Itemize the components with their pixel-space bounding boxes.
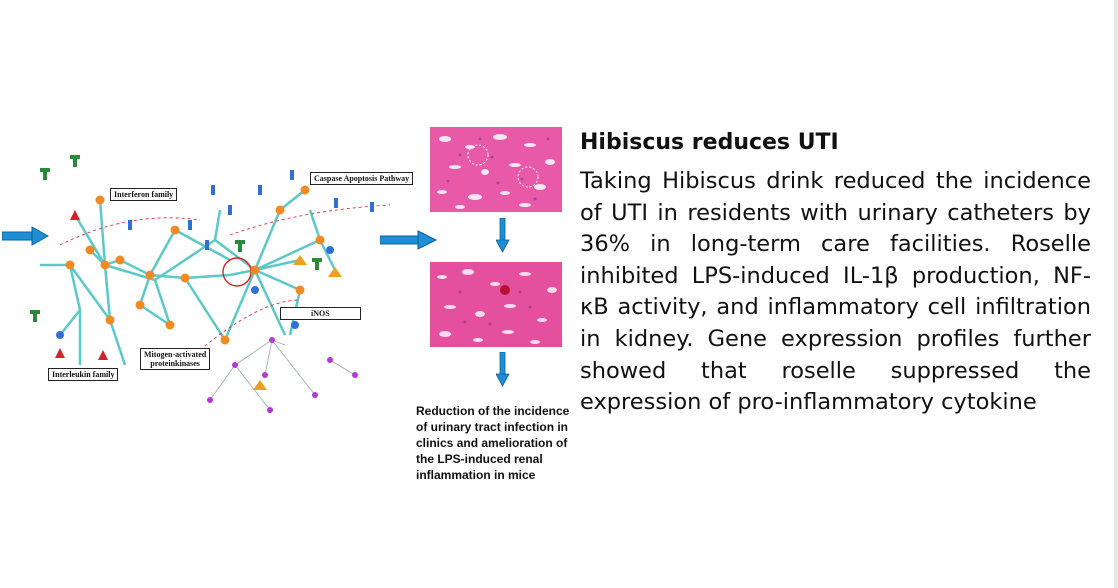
right-edge-bar: [1114, 0, 1118, 588]
purple-nodes: [207, 337, 358, 413]
tissue-pattern-bottom: [430, 262, 562, 347]
down-arrow-icon-1: [496, 218, 510, 253]
red-nodes: [55, 210, 108, 360]
kidney-histology-image-bottom: [430, 262, 562, 347]
green-nodes: [30, 155, 322, 322]
blue-nodes: [56, 170, 374, 339]
down-arrow-icon-2: [496, 352, 510, 387]
tissue-pattern-top: [430, 127, 562, 212]
inos-box: iNOS: [280, 307, 361, 320]
article-body: Taking Hibiscus drink reduced the incide…: [580, 168, 1091, 416]
interleukin-family-box: Interleukin family: [48, 368, 119, 381]
pathway-network-diagram: Interferon family Caspase Apoptosis Path…: [0, 150, 440, 450]
caspase-apoptosis-box: Caspase Apoptosis Pathway: [310, 172, 414, 185]
article-title: Hibiscus reduces UTI: [580, 130, 839, 155]
mapk-box: Mitogen-activated proteinkinases: [140, 348, 211, 370]
network-edges: [30, 155, 391, 413]
orange-nodes: [65, 185, 325, 345]
figure-caption: Reduction of the incidence of urinary tr…: [416, 404, 570, 482]
mapk-box-line2: proteinkinases: [150, 359, 200, 368]
middle-arrow-icon: [380, 230, 438, 250]
interferon-family-box: Interferon family: [110, 188, 178, 201]
mapk-box-line1: Mitogen-activated: [144, 350, 207, 359]
input-arrow-icon: [2, 226, 50, 246]
triangle-nodes: [253, 255, 342, 390]
kidney-histology-image-top: [430, 127, 562, 212]
